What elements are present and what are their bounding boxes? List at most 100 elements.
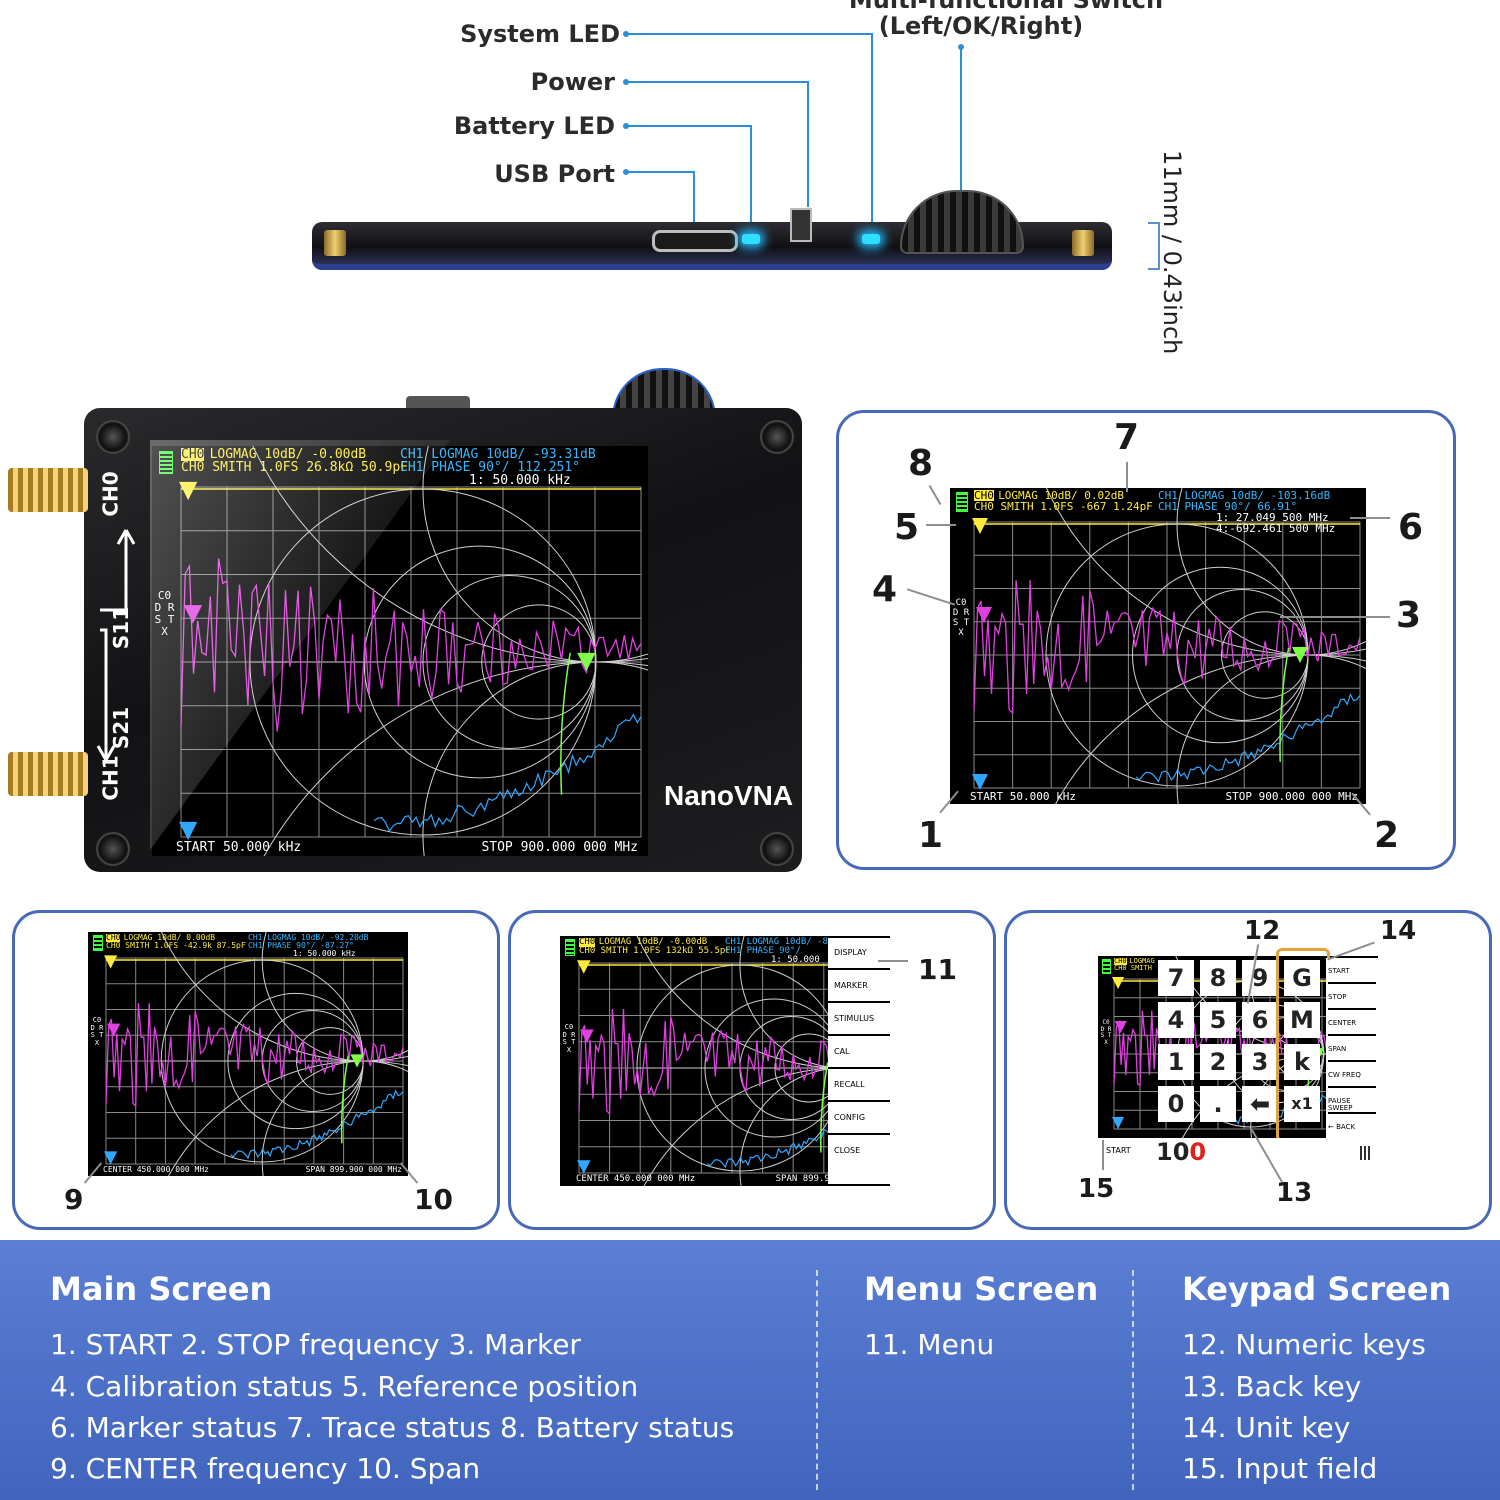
smith-reactance-arc xyxy=(168,1060,408,1176)
numeric-key[interactable]: 9 xyxy=(1242,960,1278,996)
input-label: START xyxy=(1106,1146,1131,1155)
back-key[interactable]: ⬅ xyxy=(1242,1086,1278,1122)
legend-main-line: 1. START 2. STOP frequency 3. Marker xyxy=(50,1328,581,1361)
menu-item-cal[interactable]: CAL xyxy=(828,1037,890,1069)
legend-main-line: 6. Marker status 7. Trace status 8. Batt… xyxy=(50,1411,735,1444)
leader-line xyxy=(871,33,873,231)
s21-trace xyxy=(1135,692,1361,783)
side-menu-item[interactable]: CENTER xyxy=(1328,1010,1376,1036)
ch0-smith-status: CH0 SMITH 1.0FS -667 1.24pF xyxy=(974,500,1153,513)
legend-divider xyxy=(816,1270,818,1490)
numeric-key[interactable]: 2 xyxy=(1200,1044,1236,1080)
ch0-trace-status: LOGMAG xyxy=(1129,957,1155,965)
switch-sublabel: (Left/OK/Right) xyxy=(878,12,1084,40)
menu-item-display[interactable]: DISPLAY xyxy=(828,938,890,970)
numeric-key[interactable]: 6 xyxy=(1242,1002,1278,1038)
ch0-tag: CH0 xyxy=(974,489,994,502)
leader-line xyxy=(750,125,752,231)
marker-s21 xyxy=(972,774,988,790)
multi-function-switch xyxy=(900,190,1024,254)
vna-plot xyxy=(972,488,1366,804)
menu-item-recall[interactable]: RECALL xyxy=(828,1070,890,1102)
system-led-label: System LED xyxy=(460,20,620,48)
leader-line xyxy=(807,81,809,207)
ch0-label: CH0 xyxy=(98,471,123,517)
side-menu-item[interactable]: SPAN xyxy=(1328,1036,1376,1062)
power-label: Power xyxy=(530,68,615,96)
numeric-key[interactable]: 4 xyxy=(1158,1002,1194,1038)
calibration-status: C0 D R S T X xyxy=(154,589,175,639)
ch0-trace-status: LOGMAG 10dB/ -0.00dB xyxy=(598,937,708,947)
marker-smith xyxy=(1292,647,1308,663)
calibration-status: C0 D R S T X xyxy=(90,1016,104,1048)
legend-main-title: Main Screen xyxy=(50,1270,273,1308)
callout-13: 13 xyxy=(1276,1178,1313,1208)
leader-line xyxy=(693,171,695,229)
keyboard-icon[interactable] xyxy=(1360,1146,1372,1160)
logmag-trace xyxy=(180,558,642,732)
menu-item-stimulus[interactable]: STIMULUS xyxy=(828,1004,890,1036)
leader-line xyxy=(960,46,962,214)
marker-s21 xyxy=(179,821,198,841)
legend-keypad-line: 15. Input field xyxy=(1182,1452,1378,1485)
legend-band: Main Screen 1. START 2. STOP frequency 3… xyxy=(0,1240,1500,1500)
callout-10: 10 xyxy=(414,1183,453,1216)
numeric-key[interactable]: 3 xyxy=(1242,1044,1278,1080)
input-field[interactable]: START 100 xyxy=(1098,1138,1378,1166)
callout-11: 11 xyxy=(918,953,957,986)
legend-keypad-line: 14. Unit key xyxy=(1182,1411,1351,1444)
unit-key[interactable]: G xyxy=(1284,960,1320,996)
ch1-trace-status: CH1 LOGMAG 10dB/ -92.20dB xyxy=(248,933,369,942)
screw xyxy=(96,832,130,866)
smith-reactance-arc xyxy=(1055,654,1366,804)
input-value: 100 xyxy=(1156,1138,1206,1166)
numeric-key[interactable]: 8 xyxy=(1200,960,1236,996)
vna-plot xyxy=(104,932,408,1176)
usb-port xyxy=(652,230,738,252)
usb-port-label: USB Port xyxy=(494,160,615,188)
callout-14: 14 xyxy=(1380,916,1417,946)
smith-trace xyxy=(1279,647,1290,762)
numeric-key[interactable]: 0 xyxy=(1158,1086,1194,1122)
unit-key[interactable]: k xyxy=(1284,1044,1320,1080)
smith-trace xyxy=(340,1055,349,1144)
smith-trace xyxy=(560,652,572,795)
smith-reactance-arc xyxy=(252,446,648,663)
menu-item-config[interactable]: CONFIG xyxy=(828,1103,890,1135)
leader-line xyxy=(626,125,751,127)
ch1-trace-status: CH1 LOGMAG 10dB/ -93.31dB xyxy=(400,447,596,462)
calibration-status: C0 D R S T X xyxy=(562,1023,576,1055)
callout-15: 15 xyxy=(1078,1174,1115,1204)
marker-s21 xyxy=(577,1160,591,1174)
unit-key[interactable]: x1 xyxy=(1284,1086,1320,1122)
callout-12: 12 xyxy=(1244,916,1281,946)
battery-icon xyxy=(956,492,968,512)
brand-logo: NanoVNA xyxy=(664,780,794,811)
marker-logmag xyxy=(1114,1021,1127,1034)
numeric-key[interactable]: 7 xyxy=(1158,960,1194,996)
battery-led xyxy=(742,234,760,244)
numeric-key[interactable]: 5 xyxy=(1200,1002,1236,1038)
marker-logmag xyxy=(183,605,203,624)
unit-key[interactable]: M xyxy=(1284,1002,1320,1038)
legend-main-line: 4. Calibration status 5. Reference posit… xyxy=(50,1370,639,1403)
side-menu-item[interactable]: CW FREQ xyxy=(1328,1062,1376,1088)
callout-line xyxy=(1102,1140,1104,1170)
side-menu-item[interactable]: STOP xyxy=(1328,984,1376,1010)
screw xyxy=(760,420,794,454)
smith-reactance-arc xyxy=(263,661,648,856)
menu-item-marker[interactable]: MARKER xyxy=(828,971,890,1003)
side-menu-item[interactable]: PAUSE SWEEP xyxy=(1328,1088,1376,1114)
side-menu-item[interactable]: ← BACK xyxy=(1328,1114,1376,1140)
marker-logmag xyxy=(976,607,992,623)
marker-1 xyxy=(577,960,591,974)
menu-item-close[interactable]: CLOSE xyxy=(834,1146,861,1155)
marker-status: 1: 27.049 500 MHz xyxy=(1216,511,1329,524)
numeric-key[interactable]: 1 xyxy=(1158,1044,1194,1080)
marker-s21 xyxy=(1112,1116,1125,1130)
logmag-trace xyxy=(105,1003,404,1108)
numeric-key[interactable]: . xyxy=(1200,1086,1236,1122)
side-menu-item[interactable]: START xyxy=(1328,958,1376,984)
ch1-trace-status: CH1 LOGMAG 10dB/ -8 xyxy=(725,937,828,947)
